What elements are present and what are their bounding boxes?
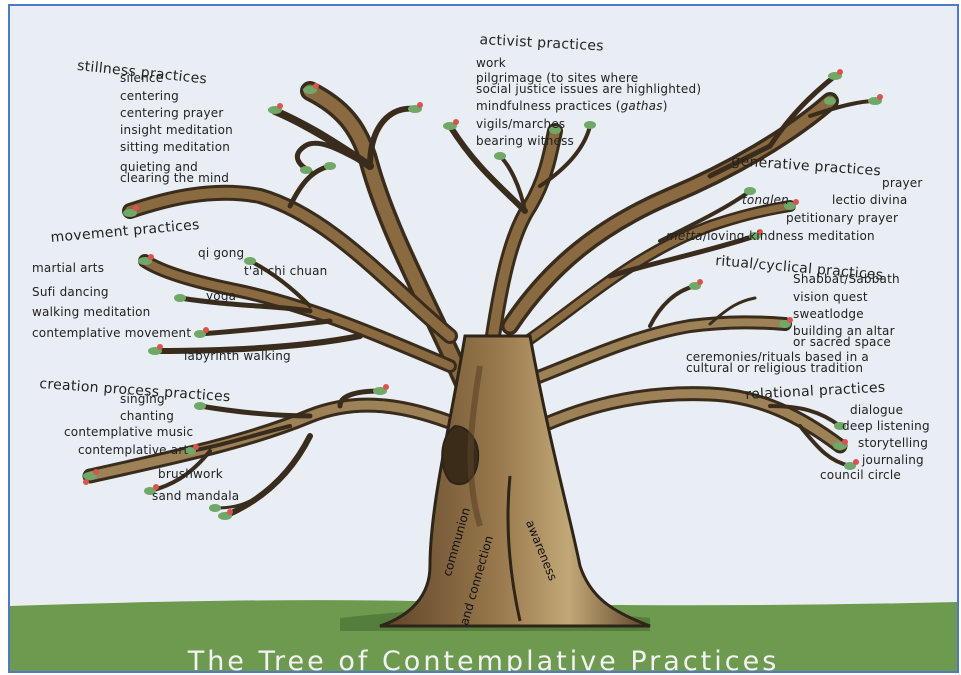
branches xyxy=(82,73,877,519)
creation-item-brushwork: brushwork xyxy=(158,467,223,481)
activist-item-pilgrimage-2: social justice issues are highlighted) xyxy=(476,82,702,96)
stillness-item-centering-prayer: centering prayer xyxy=(120,106,224,120)
relational-item-dialogue: dialogue xyxy=(850,403,904,417)
movement-item-labyrinth: labyrinth walking xyxy=(184,349,291,363)
ritual-item-vision-quest: vision quest xyxy=(793,290,868,304)
creation-item-sand-mandala: sand mandala xyxy=(152,489,240,503)
creation-item-chanting: chanting xyxy=(120,409,175,423)
generative-item-prayer: prayer xyxy=(882,176,923,190)
movement-item-tai-chi: t'ai chi chuan xyxy=(244,264,328,278)
ritual-item-sweatlodge: sweatlodge xyxy=(793,307,864,321)
diagram-frame: stillness practices activist practices g… xyxy=(8,4,959,673)
activist-item-vigils: vigils/marches xyxy=(476,117,566,131)
activist-item-pilgrimage-1: pilgrimage (to sites where xyxy=(476,71,639,85)
relational-item-deep-listening: deep listening xyxy=(842,419,930,433)
movement-item-sufi-dancing: Sufi dancing xyxy=(32,285,109,299)
generative-item-metta: metta/loving-kindness meditation xyxy=(666,230,875,243)
creation-item-music: contemplative music xyxy=(64,425,194,439)
foliage xyxy=(83,69,883,520)
ritual-item-altar-1: building an altar xyxy=(793,324,895,338)
trunk xyxy=(379,334,651,628)
stillness-item-insight-meditation: insight meditation xyxy=(120,123,233,137)
movement-item-qi-gong: qi gong xyxy=(198,246,245,260)
tree-illustration xyxy=(10,69,957,671)
activist-item-mindfulness: mindfulness practices (gathas) xyxy=(476,100,668,113)
creation-item-singing: singing xyxy=(120,392,165,406)
relational-item-storytelling: storytelling xyxy=(858,436,929,450)
stillness-item-quieting-1: quieting and xyxy=(120,160,198,174)
diagram-title: The Tree of Contemplative Practices xyxy=(187,646,780,673)
generative-item-lectio-divina: lectio divina xyxy=(832,193,908,207)
grass xyxy=(10,600,957,671)
ritual-item-ceremonies-2: cultural or religious tradition xyxy=(686,361,864,375)
stillness-item-quieting-2: clearing the mind xyxy=(120,171,230,185)
gathas-text: gathas xyxy=(620,99,663,113)
ritual-item-altar-2: or sacred space xyxy=(793,335,891,349)
stillness-item-centering: centering xyxy=(120,89,179,103)
ritual-item-ceremonies-1: ceremonies/rituals based in a xyxy=(686,350,869,364)
activist-item-bearing-witness: bearing witness xyxy=(476,134,575,148)
ritual-item-shabbat: Shabbat/Sabbath xyxy=(793,272,900,286)
trunk-shade xyxy=(467,365,483,527)
generative-item-petitionary: petitionary prayer xyxy=(786,211,899,225)
loving-kindness-text: /loving-kindness meditation xyxy=(702,229,875,243)
tonglen-text: tonglen xyxy=(742,193,789,207)
movement-item-yoga: yoga xyxy=(206,289,237,303)
movement-item-martial-arts: martial arts xyxy=(32,261,105,275)
mindfulness-text: mindfulness practices ( xyxy=(476,99,621,113)
metta-text: metta xyxy=(666,229,703,243)
stillness-item-sitting-meditation: sitting meditation xyxy=(120,140,231,154)
generative-item-tonglen: tonglen xyxy=(742,194,789,207)
relational-item-council-circle: council circle xyxy=(820,468,901,482)
creation-item-art: contemplative art xyxy=(78,443,189,457)
trunk-root-split xyxy=(506,475,522,622)
activist-item-work: work xyxy=(476,56,506,70)
stillness-item-silence: silence xyxy=(120,71,164,85)
movement-item-contemplative-movement: contemplative movement xyxy=(32,326,192,340)
relational-item-journaling: journaling xyxy=(862,453,924,467)
movement-item-walking-meditation: walking meditation xyxy=(32,305,151,319)
mindfulness-close: ) xyxy=(662,99,668,113)
